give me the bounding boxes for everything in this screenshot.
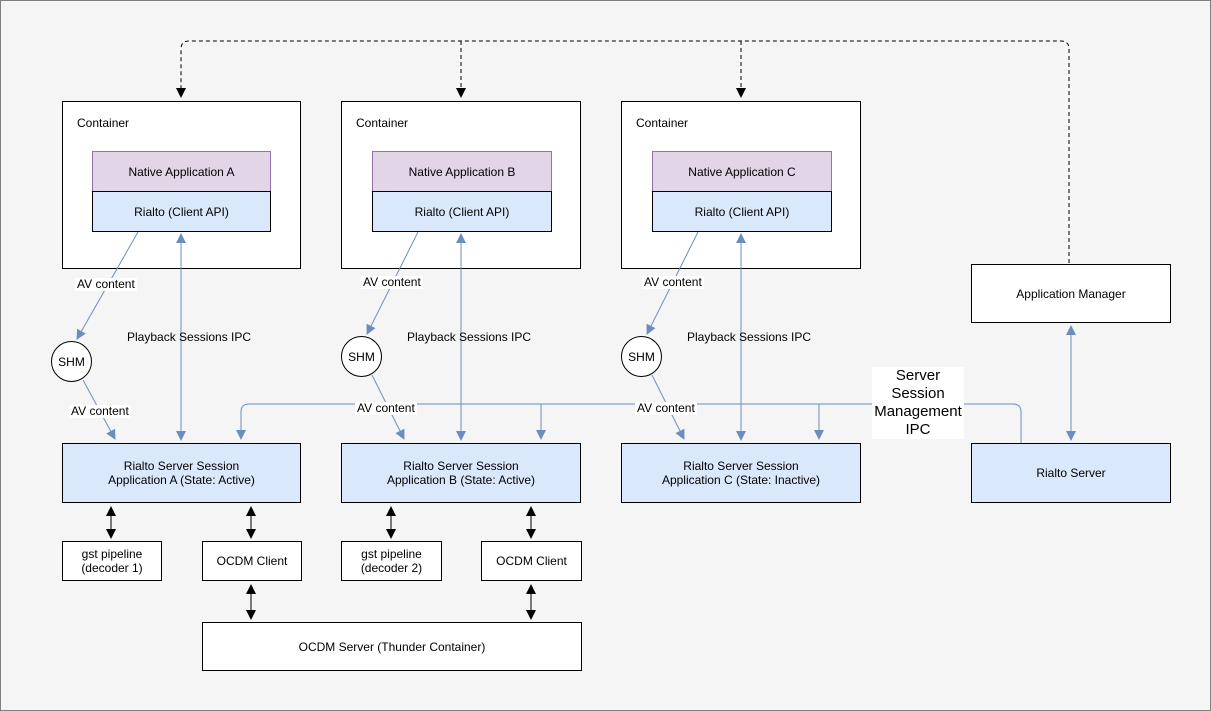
rialto-server: Rialto Server	[971, 443, 1171, 503]
container-a-label: Container	[77, 116, 130, 130]
gst2-line1: gst pipeline	[361, 547, 422, 561]
session-to-pipeline-lines	[106, 506, 536, 620]
application-manager: Application Manager	[971, 264, 1171, 323]
shm-a: SHM	[51, 341, 92, 382]
container-a: Container Native Application A Rialto (C…	[62, 101, 301, 269]
session-a-line2: Application A (State: Active)	[108, 473, 255, 487]
rialto-server-session-b: Rialto Server Session Application B (Sta…	[341, 443, 581, 503]
ocdm-client-b: OCDM Client	[481, 541, 582, 581]
container-b-label: Container	[356, 116, 409, 130]
rialto-server-session-c: Rialto Server Session Application C (Sta…	[621, 443, 861, 503]
playback-ipc-label-c: Playback Sessions IPC	[687, 330, 812, 344]
rialto-client-api-b: Rialto (Client API)	[372, 191, 552, 232]
av-content-label-c-bottom: AV content	[635, 401, 697, 415]
gst1-line1: gst pipeline	[81, 547, 143, 561]
session-c-line2: Application C (State: Inactive)	[661, 473, 821, 487]
server-session-management-ipc-label: Server Session Management IPC	[872, 367, 964, 439]
session-b-line1: Rialto Server Session	[403, 459, 519, 473]
av-content-label-a-bottom: AV content	[69, 404, 131, 418]
gst-pipeline-decoder-1: gst pipeline (decoder 1)	[62, 541, 162, 581]
rialto-client-api-c: Rialto (Client API)	[652, 191, 832, 232]
native-application-c: Native Application C	[652, 151, 832, 192]
playback-ipc-label-a: Playback Sessions IPC	[127, 330, 252, 344]
native-application-a: Native Application A	[92, 151, 271, 192]
shm-c-label: SHM	[628, 349, 655, 364]
session-a-line1: Rialto Server Session	[123, 459, 240, 473]
av-content-label-b-top: AV content	[361, 275, 423, 289]
av-content-label-a-top: AV content	[75, 277, 137, 291]
native-application-b: Native Application B	[372, 151, 552, 192]
shm-a-label: SHM	[58, 354, 85, 369]
container-c: Container Native Application C Rialto (C…	[621, 101, 861, 269]
gst2-line2: (decoder 2)	[360, 561, 423, 575]
gst-pipeline-decoder-2: gst pipeline (decoder 2)	[341, 541, 442, 581]
av-content-label-c-top: AV content	[642, 275, 704, 289]
rialto-server-session-a: Rialto Server Session Application A (Sta…	[62, 443, 301, 503]
shm-b: SHM	[341, 336, 382, 377]
playback-ipc-label-b: Playback Sessions IPC	[407, 330, 532, 344]
av-content-label-b-bottom: AV content	[355, 401, 417, 415]
gst1-line2: (decoder 1)	[81, 561, 143, 575]
container-b: Container Native Application B Rialto (C…	[341, 101, 581, 269]
shm-b-label: SHM	[348, 349, 375, 364]
session-b-line2: Application B (State: Active)	[386, 473, 536, 487]
container-c-label: Container	[636, 116, 689, 130]
shm-c: SHM	[621, 336, 662, 377]
rialto-client-api-a: Rialto (Client API)	[92, 191, 271, 232]
ocdm-server: OCDM Server (Thunder Container)	[202, 622, 582, 671]
session-c-line1: Rialto Server Session	[683, 459, 799, 473]
ocdm-client-a: OCDM Client	[202, 541, 302, 581]
